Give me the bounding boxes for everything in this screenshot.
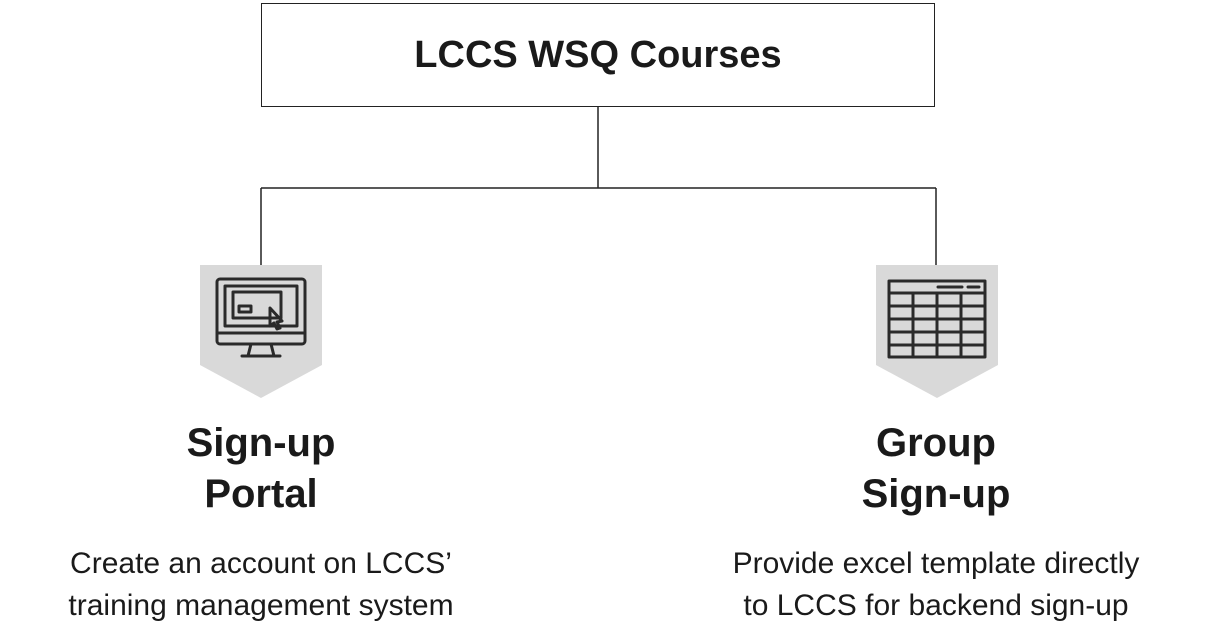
branch-desc-line: Provide excel template directly xyxy=(732,547,1140,580)
branch-desc-line: to LCCS for backend sign-up xyxy=(743,589,1129,622)
branch-title-line: Portal xyxy=(204,472,318,516)
branch-title-line: Sign-up xyxy=(861,472,1011,516)
sign-up-portal-title: Sign-up Portal xyxy=(111,418,411,520)
spreadsheet-table-icon xyxy=(876,265,998,398)
branch-title-line: Group xyxy=(876,421,996,465)
computer-cursor-icon xyxy=(200,265,322,398)
sign-up-portal-description: Create an account on LCCS’ training mana… xyxy=(11,543,511,627)
root-node: LCCS WSQ Courses xyxy=(261,3,935,107)
branch-desc-line: Create an account on LCCS’ xyxy=(70,547,452,580)
root-title: LCCS WSQ Courses xyxy=(414,33,782,76)
branch-title-line: Sign-up xyxy=(186,421,336,465)
group-sign-up-description: Provide excel template directly to LCCS … xyxy=(671,543,1201,627)
branch-desc-line: training management system xyxy=(68,589,454,622)
group-sign-up-title: Group Sign-up xyxy=(786,418,1086,520)
